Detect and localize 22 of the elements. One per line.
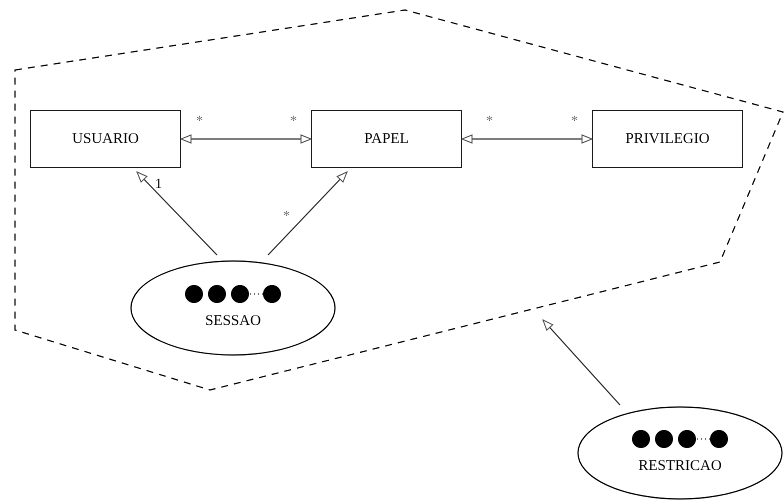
class-box xyxy=(592,110,743,168)
node-label: PRIVILEGIO xyxy=(625,130,710,148)
class-box xyxy=(30,110,181,168)
ellipse-node xyxy=(577,406,783,500)
multiplicity-label: * xyxy=(486,115,493,129)
node-label: USUARIO xyxy=(72,130,139,148)
arrow xyxy=(542,320,620,406)
multiplicity-label: * xyxy=(196,115,203,129)
node-label: RESTRICAO xyxy=(637,458,723,475)
node-label: PAPEL xyxy=(364,130,409,148)
multiplicity-label: 1 xyxy=(155,178,162,192)
dashed-region xyxy=(15,10,784,392)
ellipse-node xyxy=(130,260,336,356)
class-box xyxy=(311,110,462,168)
arrow xyxy=(268,172,348,256)
multiplicity-label: * xyxy=(283,210,290,224)
multiplicity-label: * xyxy=(290,115,297,129)
arrow xyxy=(462,134,592,144)
node-label: SESSAO xyxy=(204,312,262,330)
arrow xyxy=(136,172,218,256)
arrow xyxy=(180,134,312,144)
multiplicity-label: * xyxy=(571,115,578,129)
